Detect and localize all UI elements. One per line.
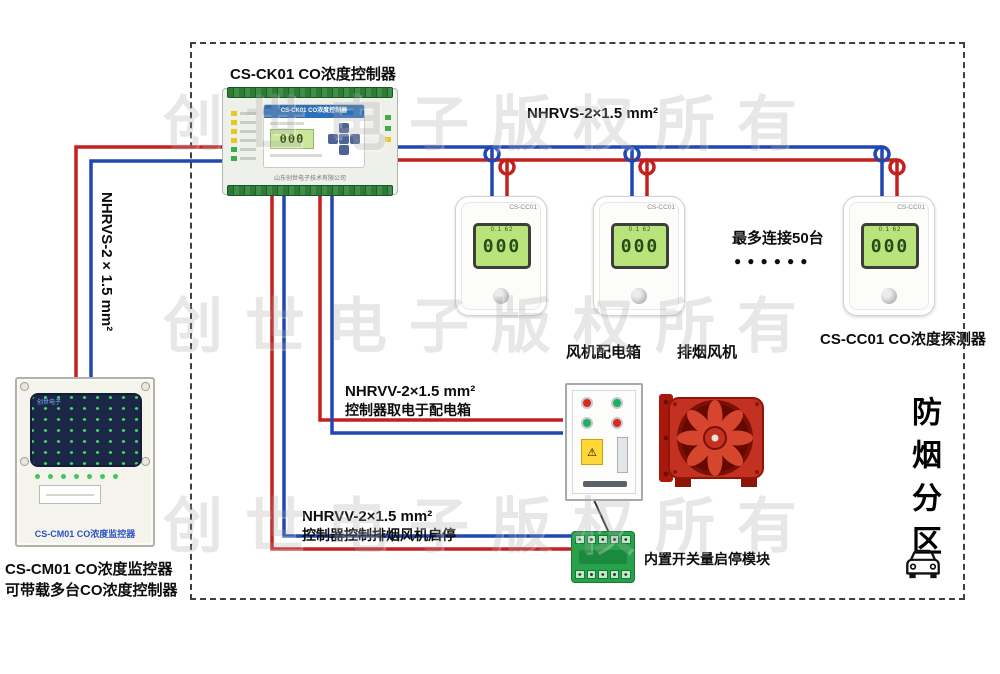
wire-red xyxy=(270,193,571,551)
controller-display-title: CS-CK01 CO浓度控制器 xyxy=(264,105,364,118)
fan-distribution-box: ⚠ xyxy=(565,383,643,501)
module-body xyxy=(579,550,627,564)
display-text-line xyxy=(270,122,304,125)
wire-loop xyxy=(498,158,516,176)
exhaust-fan-icon xyxy=(659,394,764,487)
switch-module xyxy=(571,531,635,583)
wire-red xyxy=(318,193,563,422)
lcd-status-row: 0.1 62 xyxy=(878,227,902,233)
wire-red xyxy=(398,158,899,197)
monitor-card-slot xyxy=(39,485,101,504)
module-terminals xyxy=(575,535,631,544)
lcd-reading: 000 xyxy=(870,236,910,257)
display-text-line xyxy=(270,154,322,157)
detector-model-label: CS-CC01 xyxy=(647,204,675,211)
co-detector-2: CS-CC01 0.1 62 000 xyxy=(593,196,685,316)
wire-loop xyxy=(888,158,906,176)
monitor-caption-line2: 可带载多台CO浓度控制器 xyxy=(5,582,178,599)
key-left[interactable] xyxy=(328,134,338,144)
smoke-zone-label: 防烟分区 xyxy=(907,396,940,568)
wire-blue xyxy=(330,193,563,435)
car-icon xyxy=(901,546,945,587)
fan-caption: 排烟风机 xyxy=(677,344,738,361)
wire-red xyxy=(74,145,224,378)
brand-logo-icon xyxy=(631,288,647,304)
monitor-panel-label: CS-CM01 CO浓度监控器 xyxy=(34,529,136,539)
brand-logo-icon xyxy=(881,288,897,304)
fan-box-caption: 风机配电箱 xyxy=(566,344,642,361)
detector-lcd: 0.1 62 000 xyxy=(611,223,669,269)
indicator-button-green[interactable] xyxy=(611,397,623,409)
monitor-caption-line1: CS-CM01 CO浓度监控器 xyxy=(5,561,173,578)
co-detector-3: CS-CC01 0.1 62 000 xyxy=(843,196,935,316)
key-down[interactable] xyxy=(339,145,349,155)
controller-keypad[interactable] xyxy=(328,123,360,155)
nhrvv-control-line2: 控制器控制排烟风机启停 xyxy=(302,527,456,543)
monitor-caption: CS-CM01 CO浓度监控器 可带载多台CO浓度控制器 xyxy=(5,558,178,600)
exhaust-fan xyxy=(645,392,777,497)
wire-loop xyxy=(483,145,501,163)
nhrvv-control-label: NHRVV-2×1.5 mm² 控制器控制排烟风机启停 xyxy=(302,508,456,545)
key-up[interactable] xyxy=(339,123,349,133)
nhrvv-power-line1: NHRVV-2×1.5 mm² xyxy=(345,383,476,400)
brand-label: 创世电子 xyxy=(37,400,62,406)
wire-loop xyxy=(638,158,656,176)
monitor-led-row xyxy=(35,474,118,479)
monitor-screen xyxy=(30,393,142,467)
controller-display: CS-CK01 CO浓度控制器 000 xyxy=(263,104,365,168)
meter-slot xyxy=(617,437,628,473)
indicator-button-red[interactable] xyxy=(581,397,593,409)
co-detector-1: CS-CC01 0.1 62 000 xyxy=(455,196,547,316)
controller-led-indicators xyxy=(231,111,256,161)
terminal-strip xyxy=(227,185,393,196)
callout-line xyxy=(593,499,610,534)
wire-loop xyxy=(873,145,891,163)
detector-lcd: 0.1 62 000 xyxy=(473,223,531,269)
wire-blue xyxy=(89,159,224,378)
wire-blue xyxy=(398,145,884,197)
wire-blue xyxy=(282,193,571,538)
detector-model-label: CS-CC01 xyxy=(897,204,925,211)
indicator-button-red[interactable] xyxy=(611,417,623,429)
nhrvv-power-label: NHRVV-2×1.5 mm² 控制器取电于配电箱 xyxy=(345,383,475,420)
key-ok[interactable] xyxy=(339,134,349,144)
brand-logo-icon xyxy=(493,288,509,304)
max-connect-label: 最多连接50台 xyxy=(732,230,824,247)
indicator-button-green[interactable] xyxy=(581,417,593,429)
lcd-reading: 000 xyxy=(482,236,522,257)
key-right[interactable] xyxy=(350,134,360,144)
ellipsis-dots: ●●●●●● xyxy=(734,254,814,268)
co-controller-device: CS-CK01 CO浓度控制器 000 山东创世电子技术有限公司 xyxy=(222,87,398,196)
terminal-strip xyxy=(227,87,393,98)
lcd-reading: 000 xyxy=(620,236,660,257)
controller-title: CS-CK01 CO浓度控制器 xyxy=(230,66,396,83)
lcd-status-row: 0.1 62 xyxy=(490,227,514,233)
cable-label-left: NHRVS-2×1.5 mm² xyxy=(98,192,115,332)
detector-caption: CS-CC01 CO浓度探测器 xyxy=(820,331,986,348)
nhrvv-power-line2: 控制器取电于配电箱 xyxy=(345,402,471,418)
zone-border xyxy=(190,42,965,600)
screw-icon xyxy=(141,457,150,466)
screw-icon xyxy=(141,382,150,391)
detector-lcd: 0.1 62 000 xyxy=(861,223,919,269)
lcd-status-row: 0.1 62 xyxy=(628,227,652,233)
distribution-box-face: ⚠ xyxy=(572,390,636,494)
nhrvv-control-line1: NHRVV-2×1.5 mm² xyxy=(302,508,433,525)
co-monitor-device: 创世电子 CS-CM01 CO浓度监控器 xyxy=(15,377,155,547)
cable-label-top: NHRVS-2×1.5 mm² xyxy=(527,105,659,122)
screw-icon xyxy=(20,382,29,391)
controller-led-indicators xyxy=(385,115,391,142)
detector-model-label: CS-CC01 xyxy=(509,204,537,211)
box-handle[interactable] xyxy=(583,481,627,487)
controller-company-label: 山东创世电子技术有限公司 xyxy=(273,176,346,182)
screw-icon xyxy=(20,457,29,466)
wire-loop xyxy=(623,145,641,163)
controller-lcd: 000 xyxy=(270,129,314,149)
warning-sticker: ⚠ xyxy=(581,439,603,465)
module-terminals xyxy=(575,570,631,579)
module-caption: 内置开关量启停模块 xyxy=(644,551,770,567)
